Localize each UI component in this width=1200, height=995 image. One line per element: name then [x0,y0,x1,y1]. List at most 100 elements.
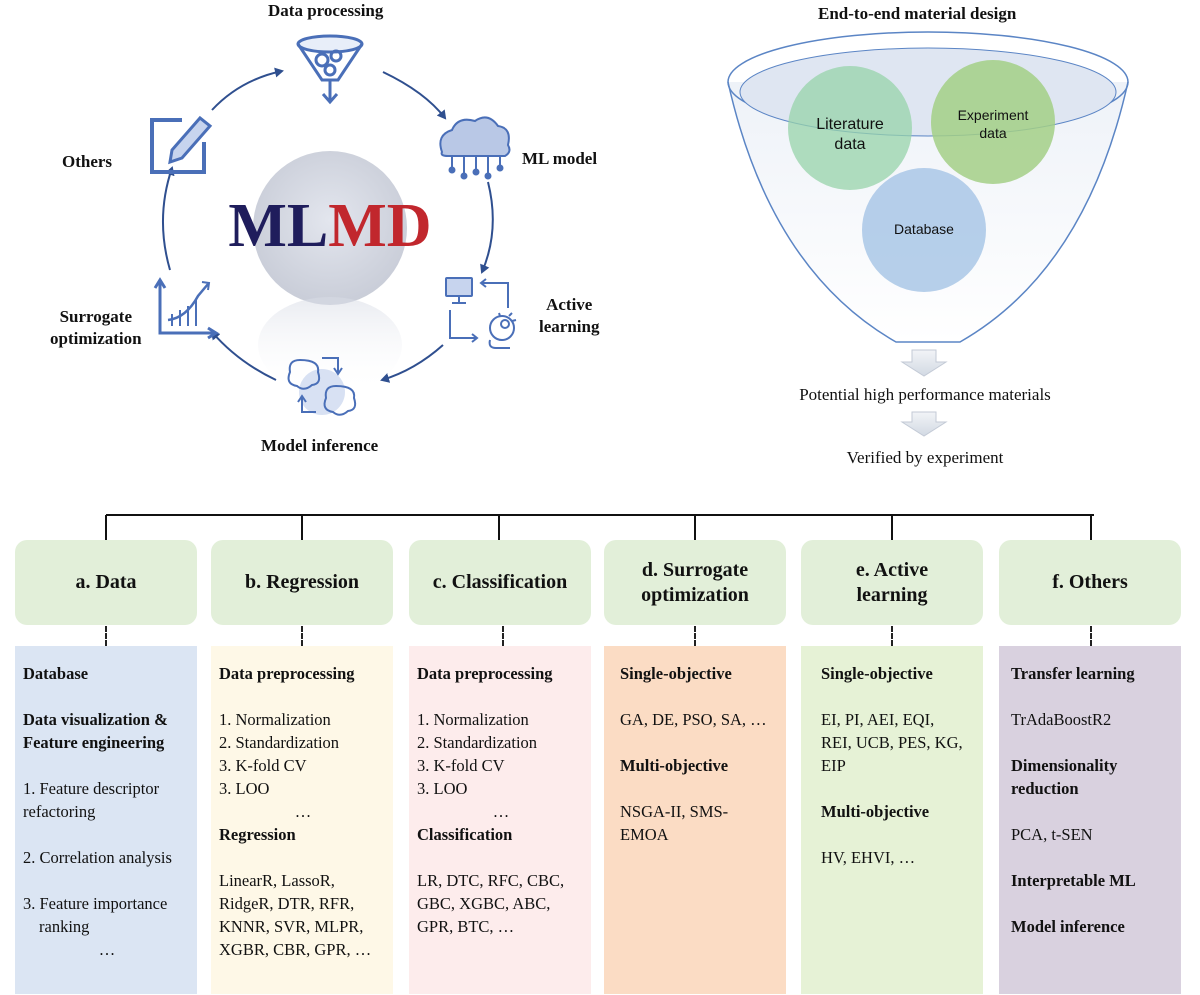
module-header-classification: c. Classification [409,540,591,625]
node-label-others: Others [62,152,113,171]
literature-data-label: Literature data [780,115,920,155]
line-gap [417,685,585,708]
dash-d [694,626,696,646]
list-item: XGBR, CBR, GPR, … [219,940,372,959]
node-label-data-processing: Data processing [268,1,384,20]
section-heading: Model inference [1011,917,1125,936]
tree-stem-e [891,515,893,540]
module-header-others: f. Others [999,540,1181,625]
line-gap [23,869,191,892]
mlmd-logo: MLMD [228,192,431,260]
list-item: EMOA [620,825,669,844]
dash-b [301,626,303,646]
section-heading: Database [23,664,89,683]
arrow-inference-to-surrogate [210,330,277,381]
center-disc [253,151,407,305]
module-header-surrogate: d. Surrogate optimization [604,540,786,625]
cycle-arrows [161,67,494,383]
section-heading: reduction [1011,779,1079,798]
list-item: EIP [821,756,846,775]
node-label-model-inference: Model inference [261,436,379,455]
line-gap [1011,800,1175,823]
tree-stem-a [105,515,107,540]
list-item: RidgeR, DTR, RFR, [219,894,355,913]
cloud-network-icon [439,116,511,180]
brain-exchange-icon [287,357,357,416]
circle-literature-data [788,66,912,190]
down-arrow-2 [900,411,948,437]
mlmd-ml: ML [228,192,328,260]
tree-stem-c [498,515,500,540]
list-item: ranking [39,917,90,936]
section-heading: Dimensionality [1011,756,1118,775]
list-item: 2. Correlation analysis [23,848,172,867]
node-label-surrogate-line1: Surrogate [59,307,132,326]
module-header-regression: b. Regression [211,540,393,625]
tree-stem-b [301,515,303,540]
monitor-feedback-icon [445,277,517,349]
funnel-icon [296,34,364,105]
line-gap [1011,892,1175,915]
section-heading: Data preprocessing [417,664,553,683]
line-gap [821,823,977,846]
mlmd-md: MD [328,192,431,260]
list-item: NSGA-II, SMS- [620,802,729,821]
literature-line2: data [834,136,866,153]
list-item: 3. K-fold CV [417,756,505,775]
center-disc-reflection [258,297,402,393]
potential-materials-label: Potential high performance materials [799,385,1051,404]
module-header-active-learning: e. Active learning [801,540,983,625]
arrow-surrogate-to-others [161,166,175,271]
list-item: GA, DE, PSO, SA, … [620,710,767,729]
line-gap [23,754,191,777]
tree-stem-f [1090,515,1092,540]
section-heading: Feature engineering [23,733,165,752]
list-item: TrAdaBoostR2 [1011,710,1112,729]
list-item: HV, EHVI, … [821,848,916,867]
list-item: 1. Feature descriptor [23,779,160,798]
down-arrow-1 [900,349,948,377]
node-label-active-learning: Active learning [539,294,599,338]
section-heading: Single-objective [620,664,732,683]
node-label-ml-model: ML model [522,149,598,168]
verified-label: Verified by experiment [846,448,1004,467]
growth-chart-icon [153,277,219,340]
list-item: REI, UCB, PES, KG, [821,733,963,752]
database-label: Database [894,221,954,237]
circle-experiment-data [931,60,1055,184]
arrow-others-to-processing [211,67,284,111]
section-heading: Single-objective [821,664,933,683]
list-item: … [492,802,510,821]
funnel-diagram [727,31,1129,437]
list-item: LinearR, LassoR, [219,871,335,890]
line-gap [219,685,387,708]
literature-line1: Literature [816,116,884,133]
node-label-active-line2: learning [539,317,600,336]
experiment-line1: Experiment [957,107,1029,123]
list-item: 2. Standardization [219,733,340,752]
section-heading: Classification [417,825,513,844]
section-heading: Data visualization & [23,710,168,729]
dash-a [105,626,107,646]
funnel-title: End-to-end material design [818,4,1017,23]
line-gap [620,777,780,800]
list-item: … [294,802,312,821]
list-item: 1. Normalization [417,710,529,729]
line-gap [821,685,977,708]
section-heading: Interpretable ML [1011,871,1136,890]
list-item: 3. Feature importance [23,894,168,913]
list-item: PCA, t-SEN [1011,825,1093,844]
list-item: 3. LOO [417,779,468,798]
line-gap [23,823,191,846]
section-heading: Data preprocessing [219,664,355,683]
list-item: 3. K-fold CV [219,756,307,775]
list-item: GBC, XGBC, ABC, [417,894,551,913]
section-heading: Multi-objective [821,802,930,821]
list-item: KNNR, SVR, MLPR, [219,917,364,936]
